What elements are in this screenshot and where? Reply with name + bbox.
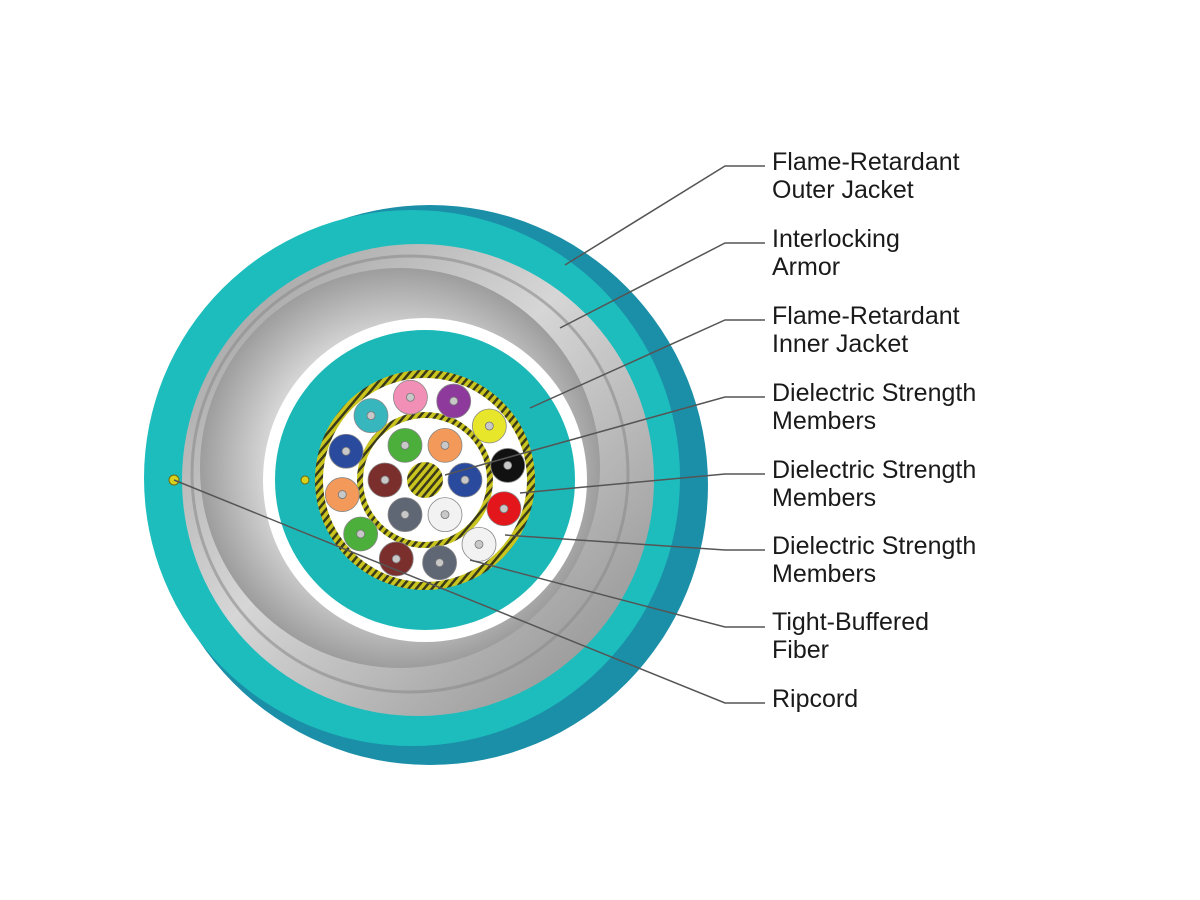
ripcord-inner — [300, 475, 310, 485]
label-strength-members-3: Dielectric Strength Members — [772, 532, 977, 588]
central-strength-member — [407, 462, 443, 498]
leader-ripcord — [173, 479, 765, 704]
fiber-core — [503, 461, 513, 470]
armor-ridge — [190, 254, 630, 694]
inner-fiber-ring — [367, 427, 483, 533]
fiber-core — [366, 411, 376, 421]
leader-strength-1 — [444, 396, 765, 476]
fiber-core — [391, 554, 401, 564]
fiber-core — [449, 396, 459, 406]
fiber-core — [380, 475, 390, 485]
label-outer-jacket: Flame-Retardant Outer Jacket — [772, 148, 960, 204]
label-ripcord: Ripcord — [772, 685, 859, 713]
fiber-core — [341, 446, 351, 456]
fiber-core — [440, 510, 450, 520]
label-strength-members-1: Dielectric Strength Members — [772, 379, 977, 435]
label-strength-members-2: Dielectric Strength Members — [772, 456, 977, 512]
fiber-core — [400, 440, 410, 450]
leader-inner-jacket — [529, 319, 765, 409]
fiber-core — [440, 440, 450, 450]
fiber-core — [484, 421, 494, 431]
fiber-core — [356, 529, 366, 539]
fiber-core — [400, 510, 410, 520]
leader-outer-jacket — [564, 165, 765, 266]
label-interlocking-armor: Interlocking Armor — [772, 225, 900, 281]
leader-strength-2 — [519, 473, 765, 494]
leader-armor — [559, 242, 765, 329]
fiber-core — [337, 490, 347, 499]
fiber-core — [435, 558, 444, 568]
fiber-core — [460, 475, 470, 485]
leader-fiber — [469, 559, 765, 628]
leader-strength-3 — [504, 534, 765, 551]
label-inner-jacket: Flame-Retardant Inner Jacket — [772, 302, 960, 358]
fiber-core — [499, 504, 509, 514]
label-tight-buffered-fiber: Tight-Buffered Fiber — [772, 608, 930, 664]
fiber-core — [474, 539, 484, 549]
outer-fiber-ring — [324, 379, 526, 581]
fiber-core — [406, 392, 415, 402]
leader-lines — [173, 165, 765, 704]
